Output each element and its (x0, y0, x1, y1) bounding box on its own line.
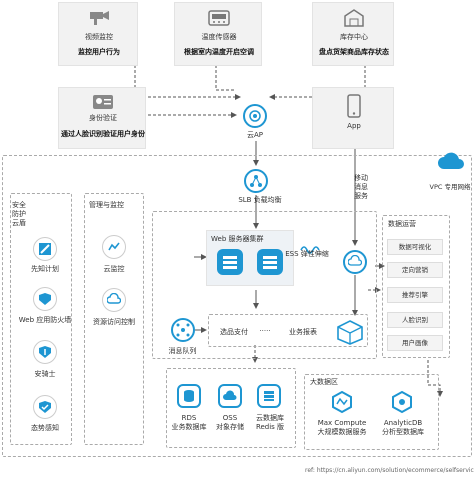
cloud-monitor-icon (102, 235, 126, 259)
storage-region (166, 368, 296, 448)
data-ops-panel (382, 215, 450, 358)
container-icon (336, 319, 364, 345)
maxcompute-icon (330, 390, 354, 414)
source-name: 温度传感器 (201, 33, 237, 41)
security-item: 态势感知 (31, 424, 59, 432)
source-card-video: 视频监控 监控用户行为 (58, 2, 138, 66)
analyticdb-icon (390, 390, 414, 414)
data-ops-item: 数据可视化 (387, 239, 443, 255)
server-icon (257, 249, 283, 275)
vpc-cloud-icon (436, 150, 466, 172)
vpc-region (2, 155, 472, 457)
ram-icon (102, 288, 126, 312)
ess-icon (300, 244, 322, 256)
storage-label: RDS 业务数据库 (171, 414, 207, 431)
services-box (208, 314, 368, 347)
situational-awareness-icon (33, 395, 57, 419)
message-queue-label: 消息队列 (168, 347, 197, 355)
source-caption: 根据室内温度开启空调 (184, 48, 254, 56)
security-item: 安骑士 (34, 370, 56, 378)
management-item: 云监控 (103, 265, 125, 273)
data-ops-item: 人脸识别 (387, 312, 443, 328)
source-card-app: App (312, 87, 394, 149)
reference-link[interactable]: ref: https://cn.aliyun.com/solution/ecom… (305, 467, 474, 474)
source-card-temperature: 温度传感器 根据室内温度开启空调 (174, 2, 262, 66)
camera-icon (89, 9, 111, 27)
anqishi-icon (33, 340, 57, 364)
source-name: 库存中心 (340, 33, 368, 41)
warehouse-icon (343, 8, 365, 28)
thermostat-icon (208, 9, 230, 27)
service-a: 选品支付 (220, 328, 248, 336)
phone-icon (345, 94, 363, 118)
management-item: 资源访问控制 (93, 318, 135, 326)
xianzhi-icon (33, 237, 57, 261)
id-card-icon (92, 94, 114, 110)
security-item: 先知计划 (31, 265, 59, 273)
source-card-inventory: 库存中心 盘点货架商品库存状态 (312, 2, 394, 66)
source-caption: 通过人脸识别验证用户身份 (61, 130, 145, 138)
mobile-message-icon (343, 250, 367, 274)
slb-label: SLB 负载均衡 (238, 196, 282, 204)
cloud-ap-icon (243, 104, 267, 128)
vpc-label: VPC 专用网络 (429, 183, 471, 191)
slb-icon (244, 169, 268, 193)
storage-label: 云数据库 Redis 版 (255, 414, 285, 431)
web-cluster: Web 服务器集群 (206, 230, 294, 286)
web-cluster-label: Web 服务器集群 (211, 235, 264, 243)
data-ops-item: 用户画像 (387, 335, 443, 351)
service-dots: ····· (259, 327, 271, 335)
oss-icon (218, 384, 242, 408)
data-ops-title: 数据运营 (388, 220, 416, 228)
bigdata-item: Max Compute 大规模数据服务 (317, 419, 367, 436)
message-queue-icon (171, 318, 195, 342)
ess-label: ESS 弹性伸缩 (285, 250, 329, 258)
management-panel (84, 193, 144, 445)
security-panel (10, 193, 72, 445)
security-item: Web 应用防火墙 (18, 316, 72, 324)
bigdata-title: 大数据区 (310, 378, 338, 386)
mobile-message-label: 移动 消息 服务 (354, 174, 368, 200)
bigdata-region (304, 374, 439, 450)
service-b: 业务报表 (289, 328, 317, 336)
management-title: 管理与监控 (89, 201, 124, 209)
source-name: App (347, 122, 361, 130)
bigdata-item: AnalyticDB 分析型数据库 (382, 419, 424, 436)
app-region (152, 211, 377, 359)
server-icon (217, 249, 243, 275)
security-title: 安全 防护 云盾 (12, 201, 26, 227)
source-caption: 监控用户行为 (78, 48, 120, 56)
data-ops-item: 推荐引擎 (387, 287, 443, 303)
data-ops-item: 定向营销 (387, 262, 443, 278)
cloud-ap-label: 云AP (246, 131, 263, 139)
redis-icon (257, 384, 281, 408)
source-caption: 盘点货架商品库存状态 (319, 48, 389, 56)
source-name: 身份验证 (89, 114, 117, 122)
source-name: 视频监控 (85, 33, 113, 41)
storage-label: OSS 对象存储 (216, 414, 244, 431)
rds-icon (177, 384, 201, 408)
source-card-identity: 身份验证 通过人脸识别验证用户身份 (58, 87, 146, 149)
waf-icon (33, 287, 57, 311)
